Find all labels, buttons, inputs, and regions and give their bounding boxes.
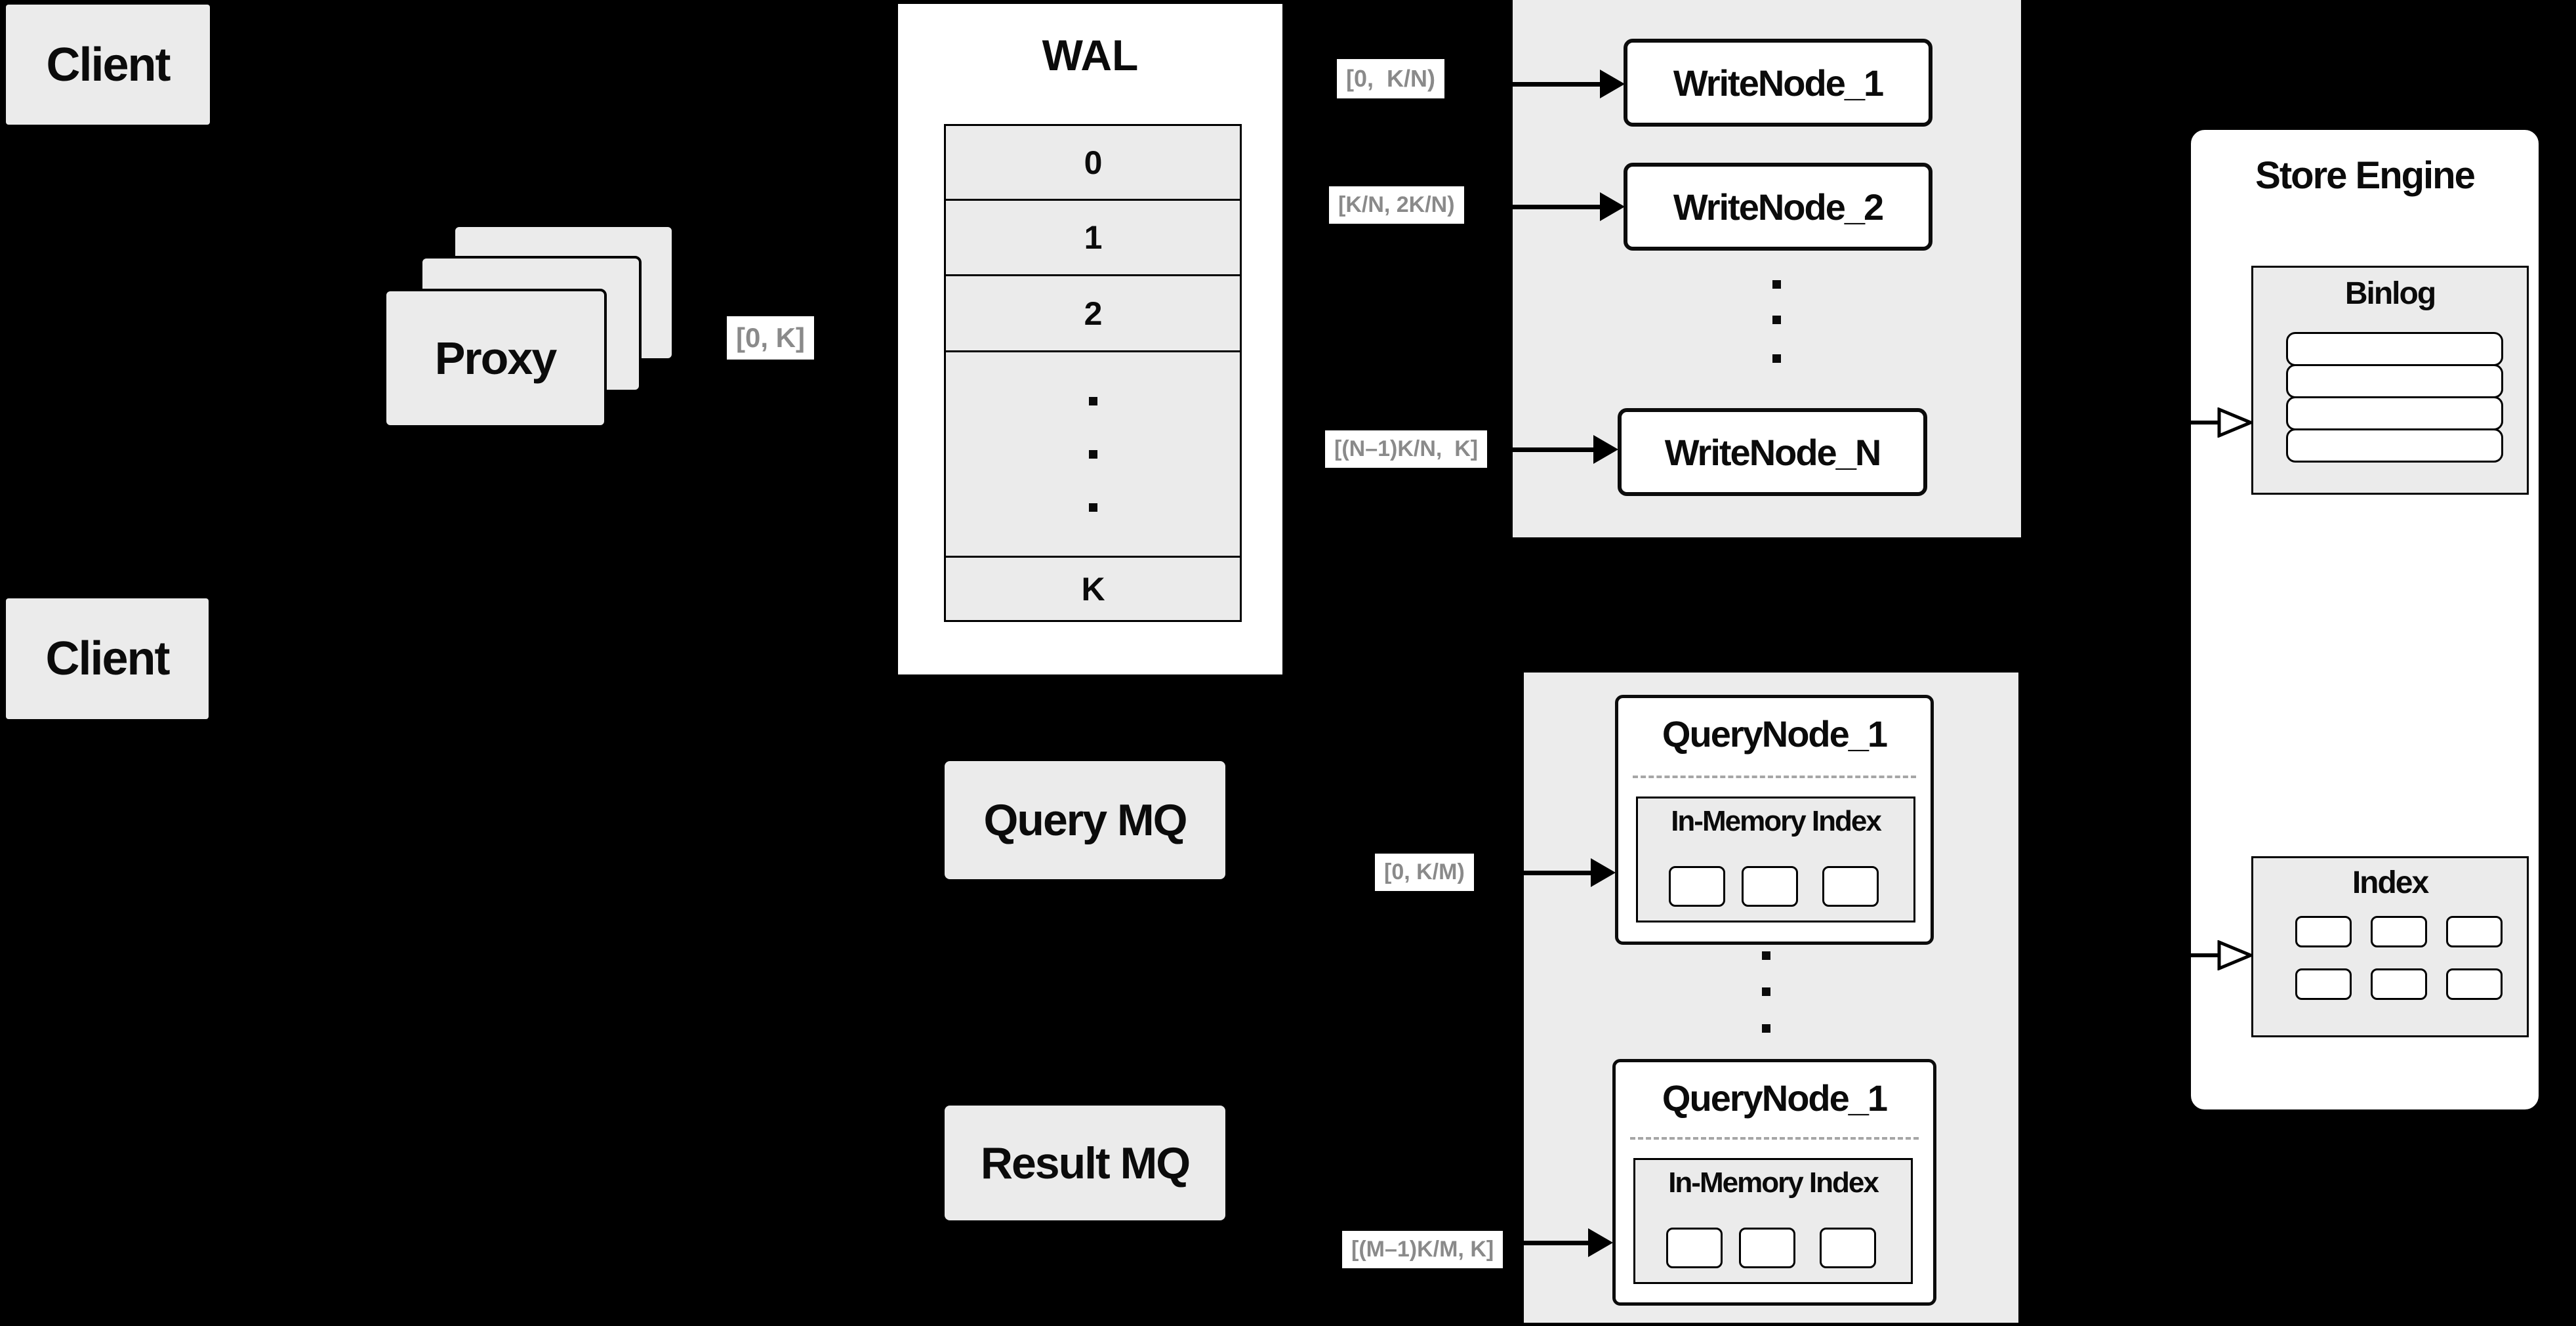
- wal-title: WAL: [1042, 31, 1139, 79]
- index-cell: [2371, 916, 2427, 947]
- wal-row-0-label: 0: [1084, 144, 1103, 181]
- binlog-row: [2286, 332, 2503, 366]
- wal-row-ellipsis: [946, 352, 1240, 558]
- arrow-head-icon: [1600, 192, 1625, 221]
- write-node-n-label: WriteNode_N: [1664, 431, 1882, 473]
- wal-row-k: K: [946, 558, 1240, 620]
- wal-row-0: 0: [946, 126, 1240, 201]
- hollow-arrow-head-icon: [2217, 940, 2253, 970]
- index-cell: [2295, 968, 2352, 1000]
- write-node-2: WriteNode_2: [1624, 163, 1932, 251]
- query-node-bottom: QueryNode_1 In-Memory Index: [1612, 1059, 1936, 1306]
- query-node-bottom-title: QueryNode_1: [1662, 1077, 1888, 1119]
- index-segment: [1742, 866, 1798, 907]
- index-cell: [2371, 968, 2427, 1000]
- arrow-head-icon: [1593, 435, 1618, 464]
- range-label-query-1: [0, K/M): [1375, 854, 1474, 892]
- wal-row-k-label: K: [1081, 570, 1105, 608]
- in-memory-index-box-bottom: In-Memory Index: [1633, 1158, 1913, 1284]
- client-bottom-label: Client: [45, 632, 170, 685]
- write-node-1: WriteNode_1: [1624, 39, 1932, 127]
- store-engine-title: Store Engine: [2255, 154, 2476, 197]
- query-node-panel: QueryNode_1 In-Memory Index QueryNode_1 …: [1524, 673, 2018, 1323]
- client-top-label: Client: [46, 38, 171, 91]
- arrow-head-icon: [1600, 70, 1625, 98]
- in-memory-index-top-title: In-Memory Index: [1671, 805, 1882, 837]
- index-segment: [1822, 866, 1879, 907]
- binlog-row: [2286, 396, 2503, 430]
- range-label-proxy-to-wal: [0, K]: [727, 316, 814, 360]
- index-segment: [1666, 1228, 1723, 1268]
- index-cell: [2446, 916, 2503, 947]
- client-node-bottom: Client: [6, 598, 209, 719]
- proxy-label: Proxy: [434, 333, 558, 384]
- query-mq-node: Query MQ: [945, 761, 1225, 879]
- arrow-head-icon: [1591, 858, 1616, 887]
- index-segment: [1669, 866, 1725, 907]
- wal-row-1-label: 1: [1084, 219, 1103, 256]
- result-mq-label: Result MQ: [980, 1138, 1191, 1188]
- client-node-top: Client: [6, 5, 210, 125]
- vertical-ellipsis-icon: [1088, 396, 1097, 405]
- write-node-1-label: WriteNode_1: [1673, 62, 1884, 104]
- arrow-head-icon: [1588, 1228, 1613, 1257]
- query-node-bottom-separator: [1630, 1137, 1919, 1140]
- hollow-arrow-head-icon: [2217, 407, 2253, 438]
- range-label-query-2: [(M–1)K/M, K]: [1342, 1231, 1503, 1269]
- binlog-box: Binlog: [2251, 266, 2529, 495]
- binlog-title: Binlog: [2344, 276, 2436, 311]
- proxy-card-front: Proxy: [384, 289, 607, 428]
- index-cell: [2295, 916, 2352, 947]
- write-node-2-label: WriteNode_2: [1673, 186, 1884, 228]
- wal-row-2-label: 2: [1084, 295, 1103, 332]
- binlog-row: [2286, 428, 2503, 463]
- query-node-top-separator: [1633, 776, 1916, 778]
- range-label-write-2: [K/N, 2K/N): [1329, 186, 1464, 224]
- write-node-panel: WriteNode_1 WriteNode_2 WriteNode_N: [1513, 0, 2021, 537]
- binlog-rows: [2286, 332, 2503, 463]
- query-mq-label: Query MQ: [983, 795, 1188, 845]
- wal-row-2: 2: [946, 276, 1240, 352]
- query-node-top: QueryNode_1 In-Memory Index: [1615, 695, 1934, 945]
- wal-box: WAL 0 1 2 K: [896, 2, 1284, 676]
- wal-row-1: 1: [946, 201, 1240, 276]
- proxy-stack: Proxy: [384, 224, 674, 428]
- range-label-write-1: [0, K/N): [1337, 59, 1445, 98]
- index-segment: [1739, 1228, 1795, 1268]
- write-node-n: WriteNode_N: [1618, 408, 1927, 496]
- index-cell: [2446, 968, 2503, 1000]
- index-segment: [1820, 1228, 1876, 1268]
- wal-log-table: 0 1 2 K: [944, 124, 1242, 622]
- in-memory-index-box-top: In-Memory Index: [1636, 797, 1915, 922]
- index-title: Index: [2352, 865, 2429, 900]
- query-node-top-title: QueryNode_1: [1662, 713, 1888, 755]
- in-memory-index-bottom-title: In-Memory Index: [1668, 1167, 1879, 1199]
- result-mq-node: Result MQ: [945, 1106, 1225, 1220]
- binlog-row: [2286, 364, 2503, 398]
- store-engine-box: Store Engine Binlog Index: [2189, 128, 2541, 1111]
- range-label-write-3: [(N–1)K/N, K]: [1325, 430, 1488, 468]
- index-box: Index: [2251, 856, 2529, 1037]
